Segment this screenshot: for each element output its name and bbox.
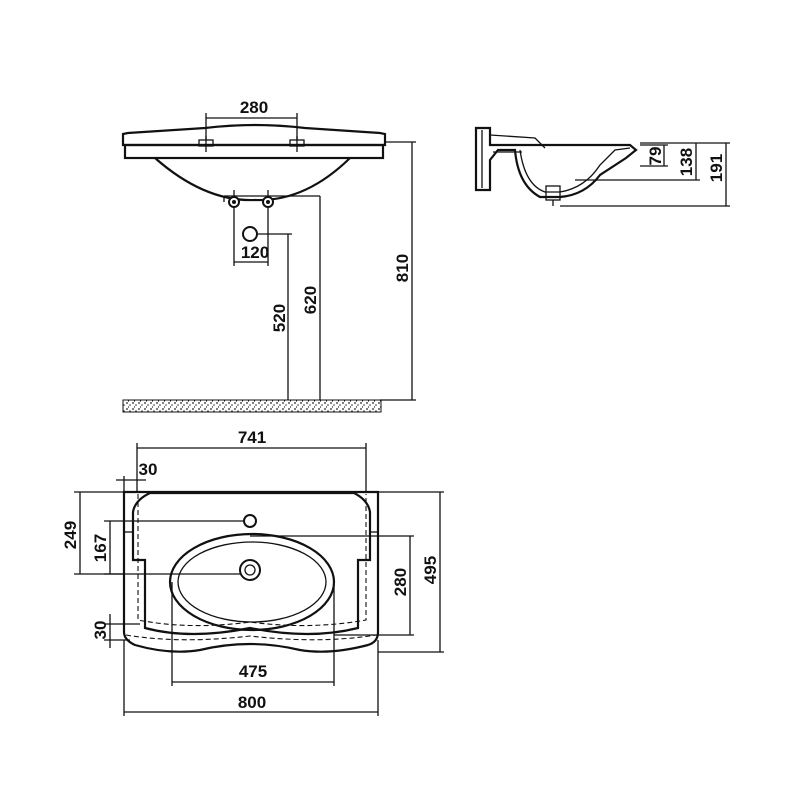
- bowl-inner: [177, 541, 327, 623]
- supply-pipe-left: [228, 190, 240, 208]
- basin-deck: [131, 491, 372, 636]
- tap-hole-icon: [243, 514, 257, 528]
- dim-inner-width: 741: [238, 428, 266, 447]
- drain-icon: [239, 559, 261, 581]
- basin-rim: [121, 123, 387, 147]
- dim-edge-offset: 30: [139, 460, 158, 479]
- supply-pipe-right: [262, 190, 274, 208]
- dim-depth-a: 79: [646, 147, 665, 166]
- dim-tap-hole-y: 249: [61, 521, 80, 549]
- waste-outlet-icon: [242, 226, 258, 242]
- floor-hatch: [122, 399, 382, 413]
- dim-waste-height: 520: [270, 304, 289, 332]
- dim-depth-b: 138: [677, 148, 696, 176]
- dim-waste-spacing: 120: [241, 243, 269, 262]
- dim-front-offset: 30: [91, 621, 110, 640]
- dim-total-height: 810: [393, 254, 412, 282]
- basin-outline: [122, 490, 380, 653]
- top-view: 741 30 249 167 280 495 30 475: [61, 428, 444, 716]
- bowl-underside: [154, 157, 351, 202]
- bowl-outer: [168, 532, 336, 632]
- dim-depth-c: 191: [707, 154, 726, 182]
- dim-drain-y: 167: [91, 534, 110, 562]
- front-view: 280 120 520 620 810: [121, 98, 416, 413]
- dim-total-width: 800: [238, 693, 266, 712]
- dim-trap-height: 620: [301, 286, 320, 314]
- dim-tap-spacing: 280: [240, 98, 268, 117]
- basin-front-edge: [123, 143, 385, 160]
- dim-total-depth: 495: [421, 556, 440, 584]
- dim-bowl-width: 475: [239, 662, 267, 681]
- side-view: 79 138 191: [474, 126, 730, 207]
- dim-bowl-depth: 280: [391, 568, 410, 596]
